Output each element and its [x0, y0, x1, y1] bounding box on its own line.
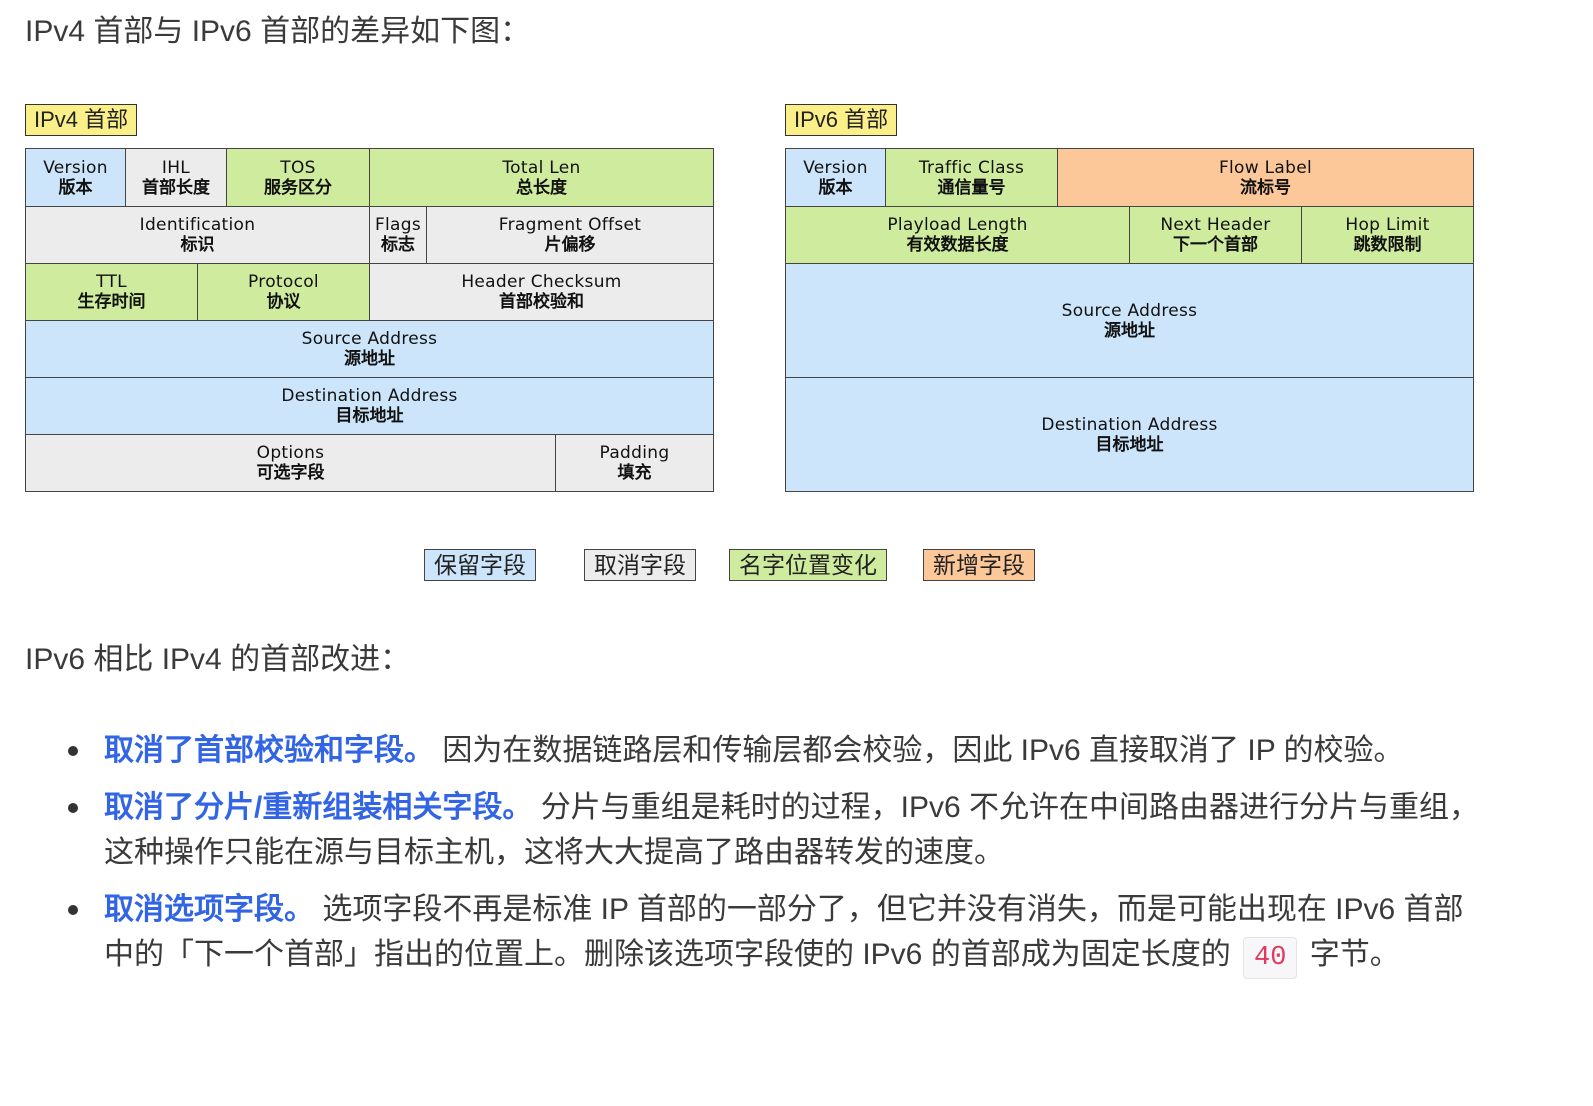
ipv4-field-flags: Flags 标志: [369, 206, 427, 264]
field-name: IHL: [161, 157, 191, 178]
field-name-zh: 标志: [381, 235, 415, 255]
field-name-zh: 版本: [818, 177, 853, 198]
field-name: Total Len: [502, 157, 581, 178]
field-name: Playload Length: [887, 215, 1028, 235]
intro-text: IPv4 首部与 IPv6 首部的差异如下图：: [25, 15, 531, 48]
field-name-zh: 流标号: [1240, 177, 1291, 198]
field-name-zh: 可选字段: [256, 463, 325, 483]
field-name: Fragment Offset: [498, 215, 642, 235]
field-name: Hop Limit: [1345, 215, 1430, 235]
ipv6-field-source-address: Source Address 源地址: [785, 263, 1474, 378]
field-name: Flags: [374, 215, 422, 235]
field-name-zh: 总长度: [516, 177, 567, 198]
inline-code: 40: [1243, 937, 1298, 979]
ipv4-field-ttl: TTL 生存时间: [25, 263, 198, 321]
list-item: 取消了分片/重新组装相关字段。 分片与重组是耗时的过程，IPv6 不允许在中间路…: [62, 785, 1492, 875]
legend-added-fields: 新增字段: [923, 549, 1035, 581]
improvement-title: 取消了首部校验和字段。: [104, 734, 434, 767]
field-name: Flow Label: [1218, 157, 1313, 178]
ipv4-field-identification: Identification 标识: [25, 206, 370, 264]
ipv4-field-total-len: Total Len 总长度: [369, 148, 714, 207]
improvements-list: 取消了首部校验和字段。 因为在数据链路层和传输层都会校验，因此 IPv6 直接取…: [62, 728, 1492, 991]
field-name: Traffic Class: [918, 157, 1025, 178]
field-name: Padding: [599, 443, 670, 463]
ipv6-field-payload-length: Playload Length 有效数据长度: [785, 206, 1130, 264]
ipv6-field-destination-address: Destination Address 目标地址: [785, 377, 1474, 492]
ipv4-field-protocol: Protocol 协议: [197, 263, 370, 321]
improvements-heading: IPv6 相比 IPv4 的首部改进：: [25, 643, 411, 676]
field-name-zh: 服务区分: [264, 177, 332, 198]
list-item: 取消了首部校验和字段。 因为在数据链路层和传输层都会校验，因此 IPv6 直接取…: [62, 728, 1492, 773]
field-name: Next Header: [1160, 215, 1271, 235]
bullet-icon: [68, 746, 78, 756]
legend-removed-fields: 取消字段: [584, 549, 696, 581]
field-name-zh: 源地址: [344, 349, 395, 369]
ipv4-field-header-checksum: Header Checksum 首部校验和: [369, 263, 714, 321]
field-name: Options: [256, 443, 325, 463]
field-name-zh: 协议: [266, 292, 301, 312]
field-name: Version: [43, 157, 108, 178]
bullet-icon: [68, 803, 78, 813]
improvement-title: 取消选项字段。: [104, 893, 314, 926]
ipv4-field-tos: TOS 服务区分: [226, 148, 370, 207]
field-name: Source Address: [301, 329, 438, 349]
ipv6-field-flow-label: Flow Label 流标号: [1057, 148, 1474, 207]
field-name-zh: 片偏移: [544, 235, 596, 255]
legend-kept-fields: 保留字段: [424, 549, 536, 581]
ipv4-field-fragment-offset: Fragment Offset 片偏移: [426, 206, 714, 264]
improvement-text: 选项字段不再是标准 IP 首部的一部分了，但它并没有消失，而是可能出现在 IPv…: [104, 893, 1464, 971]
field-name-zh: 有效数据长度: [906, 235, 1009, 255]
field-name: TTL: [96, 272, 127, 292]
field-name-zh: 目标地址: [335, 406, 404, 426]
improvement-text-after: 字节。: [1309, 938, 1400, 971]
field-name-zh: 标识: [180, 235, 215, 255]
ipv4-field-source-address: Source Address 源地址: [25, 320, 714, 378]
ipv4-header-title: IPv4 首部: [25, 104, 138, 136]
field-name-zh: 下一个首部: [1173, 235, 1258, 255]
field-name-zh: 通信量号: [937, 177, 1006, 198]
field-name: Destination Address: [1041, 414, 1218, 435]
ipv6-field-traffic-class: Traffic Class 通信量号: [885, 148, 1058, 207]
ipv6-field-version: Version 版本: [785, 148, 886, 207]
field-name-zh: 首部长度: [142, 177, 210, 198]
ipv4-header-diagram: Version 版本 IHL 首部长度 TOS 服务区分 Total Len 总…: [25, 148, 714, 492]
ipv6-header-diagram: Version 版本 Traffic Class 通信量号 Flow Label…: [785, 148, 1474, 492]
field-name-zh: 跳数限制: [1353, 235, 1422, 255]
field-name-zh: 源地址: [1104, 320, 1155, 341]
field-name-zh: 首部校验和: [499, 292, 584, 312]
field-name: TOS: [280, 157, 316, 178]
legend-moved-fields: 名字位置变化: [729, 549, 887, 581]
ipv4-field-options: Options 可选字段: [25, 434, 556, 492]
field-name: Protocol: [248, 272, 319, 292]
field-name-zh: 目标地址: [1095, 434, 1164, 455]
bullet-icon: [68, 905, 78, 915]
field-name: Version: [803, 157, 868, 178]
ipv4-field-destination-address: Destination Address 目标地址: [25, 377, 714, 435]
ipv4-field-ihl: IHL 首部长度: [125, 148, 227, 207]
improvement-title: 取消了分片/重新组装相关字段。: [104, 791, 533, 824]
ipv6-field-hop-limit: Hop Limit 跳数限制: [1301, 206, 1474, 264]
field-name: Destination Address: [281, 386, 458, 406]
ipv6-field-next-header: Next Header 下一个首部: [1129, 206, 1302, 264]
field-name-zh: 填充: [617, 463, 652, 483]
field-name: Identification: [139, 215, 256, 235]
field-name: Header Checksum: [461, 272, 622, 292]
field-name: Source Address: [1061, 300, 1198, 321]
improvement-text: 因为在数据链路层和传输层都会校验，因此 IPv6 直接取消了 IP 的校验。: [442, 734, 1404, 767]
list-item: 取消选项字段。 选项字段不再是标准 IP 首部的一部分了，但它并没有消失，而是可…: [62, 887, 1492, 979]
ipv4-field-version: Version 版本: [25, 148, 126, 207]
ipv4-field-padding: Padding 填充: [555, 434, 714, 492]
ipv6-header-title: IPv6 首部: [785, 104, 898, 136]
improvement-text: 分片与重组是耗时的过程，IPv6 不允许在中间路由器进行分片与重组，这种操作只能…: [104, 791, 1480, 869]
field-name-zh: 版本: [58, 177, 93, 198]
field-name-zh: 生存时间: [77, 292, 146, 312]
